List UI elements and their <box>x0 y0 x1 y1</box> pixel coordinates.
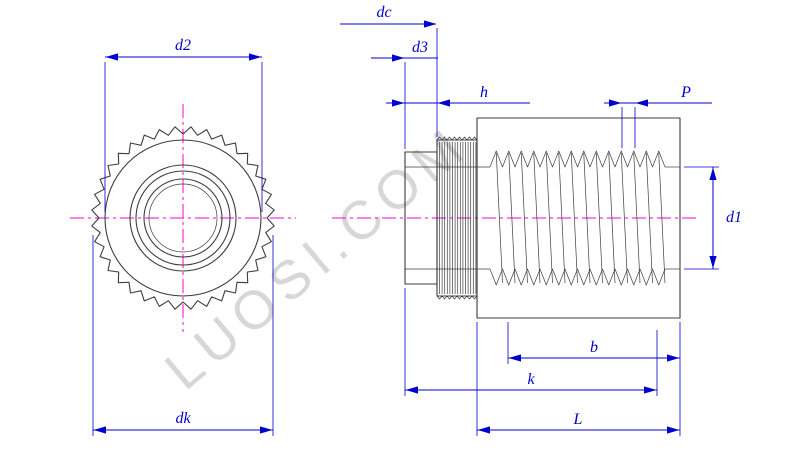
chamfer-outer-circle <box>129 164 237 272</box>
internal-thread <box>489 150 666 286</box>
watermark-text: LUOSI.COM <box>154 114 480 401</box>
knurl-teeth-path <box>91 126 275 310</box>
knurl-bottom-serration <box>436 295 478 300</box>
nut-body <box>476 117 681 319</box>
dim-label-k: k <box>527 371 535 388</box>
dimension-h: h <box>386 84 530 107</box>
dimension-P: P <box>604 84 712 148</box>
flange-outer-circle <box>104 139 262 297</box>
thread-minor-circle <box>148 183 218 253</box>
centerlines <box>70 104 700 332</box>
thread-bottom-profile <box>489 268 666 286</box>
thread-major-circle <box>143 178 223 258</box>
dimension-d1: d1 <box>684 166 742 270</box>
dim-label-P: P <box>680 84 691 101</box>
bore-lines <box>405 166 680 270</box>
thread-top-profile <box>489 150 666 168</box>
dimension-dk: dk <box>92 235 274 436</box>
dimension-k: k <box>404 288 658 396</box>
dimension-dc: dc <box>340 4 438 137</box>
knurl-top-serration <box>436 136 478 141</box>
dimension-L: L <box>476 322 681 436</box>
dim-label-h: h <box>480 84 488 101</box>
dimension-d2: d2 <box>104 37 263 212</box>
dim-label-b: b <box>590 339 598 356</box>
dim-label-d1: d1 <box>726 209 742 226</box>
dim-label-d2: d2 <box>175 37 191 54</box>
dimensions: d2 dk dc d3 h P d1 b k L <box>92 4 742 436</box>
dim-label-dk: dk <box>175 410 191 427</box>
dim-label-L: L <box>573 411 583 428</box>
knurl-teeth-ring <box>91 126 275 310</box>
side-view <box>404 117 681 319</box>
dim-label-d3: d3 <box>412 39 428 56</box>
chamfer-inner-circle <box>135 170 231 266</box>
dimension-b: b <box>507 322 680 364</box>
front-view <box>91 126 275 310</box>
dimension-d3: d3 <box>371 39 438 149</box>
dim-label-dc: dc <box>376 4 391 21</box>
